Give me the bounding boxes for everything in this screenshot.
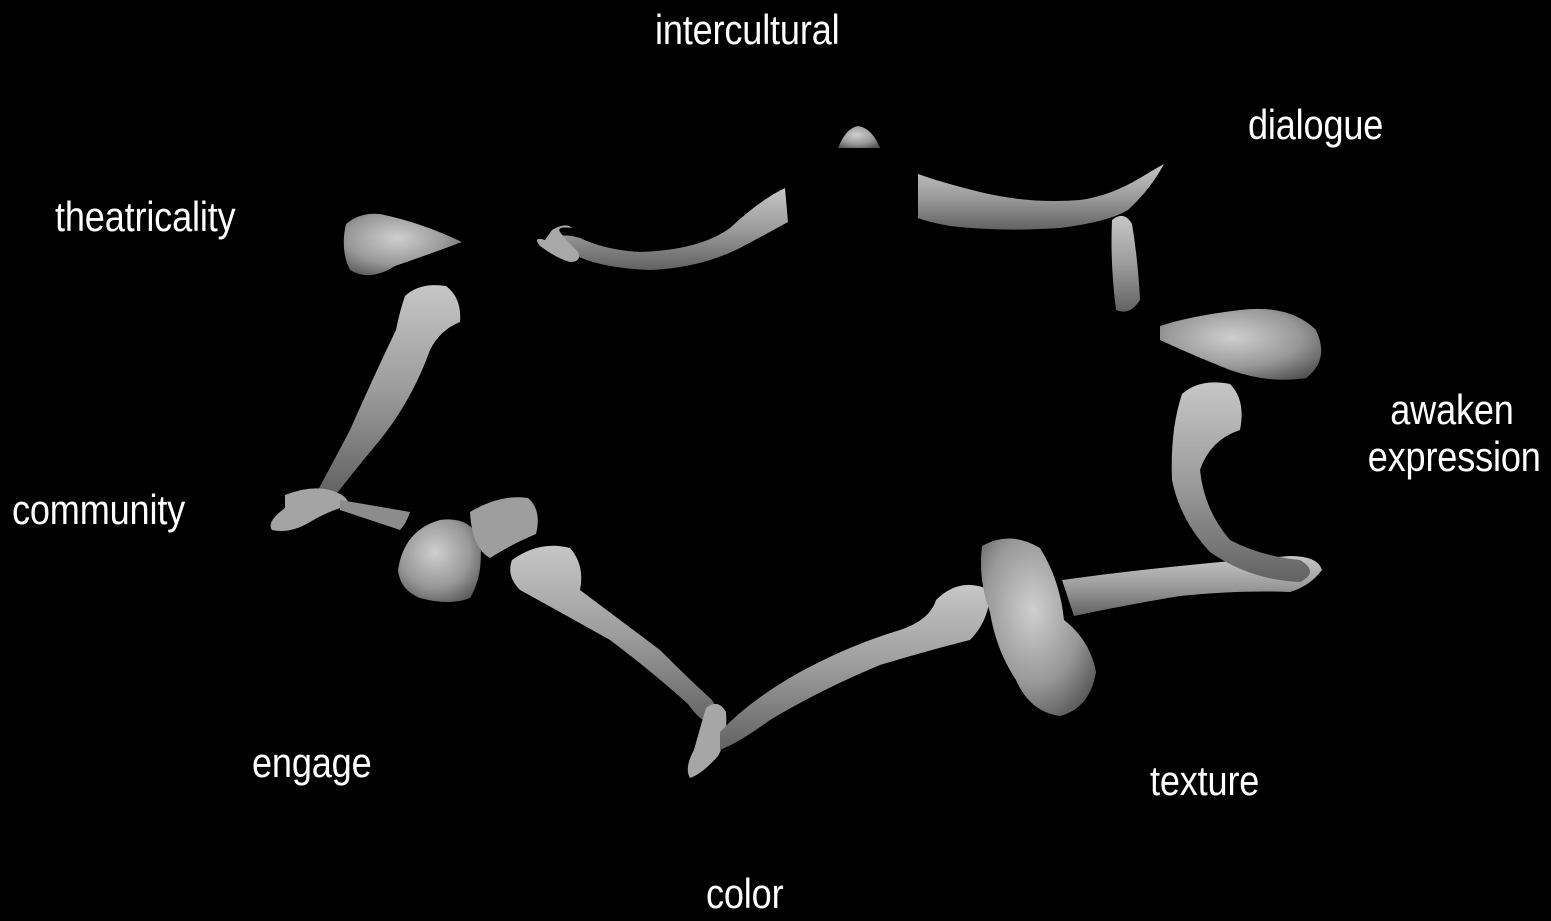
word-awaken: awaken <box>1368 386 1537 433</box>
arm-right-lower <box>1172 382 1310 582</box>
word-intercultural: intercultural <box>655 6 839 53</box>
figure-lower-right <box>720 538 1322 750</box>
head-top <box>838 126 880 148</box>
arm-community-link <box>340 500 410 530</box>
shoulder-lower-left <box>470 497 538 558</box>
arm-right-upper <box>1112 216 1141 312</box>
word-texture: texture <box>1150 757 1259 804</box>
arm-left <box>318 285 460 494</box>
head-right <box>1160 309 1321 380</box>
arm-lower-right-left <box>720 585 990 750</box>
figure-top <box>537 126 1164 270</box>
head-lower-left <box>398 519 481 602</box>
word-community: community <box>12 486 185 533</box>
arm-top-left <box>545 188 788 270</box>
word-expression: expression <box>1368 433 1537 480</box>
figure-right <box>1112 216 1322 582</box>
word-color: color <box>706 870 783 917</box>
torso-lower-right <box>981 538 1096 716</box>
figure-lower-left <box>398 497 718 726</box>
word-engage: engage <box>252 739 371 786</box>
head-left-top <box>344 214 462 275</box>
word-theatricality: theatricality <box>55 193 235 240</box>
word-awaken-expression: awaken expression <box>1368 386 1537 480</box>
arm-lower-left <box>510 546 718 726</box>
hands-community <box>271 488 349 531</box>
word-dialogue: dialogue <box>1248 101 1383 148</box>
